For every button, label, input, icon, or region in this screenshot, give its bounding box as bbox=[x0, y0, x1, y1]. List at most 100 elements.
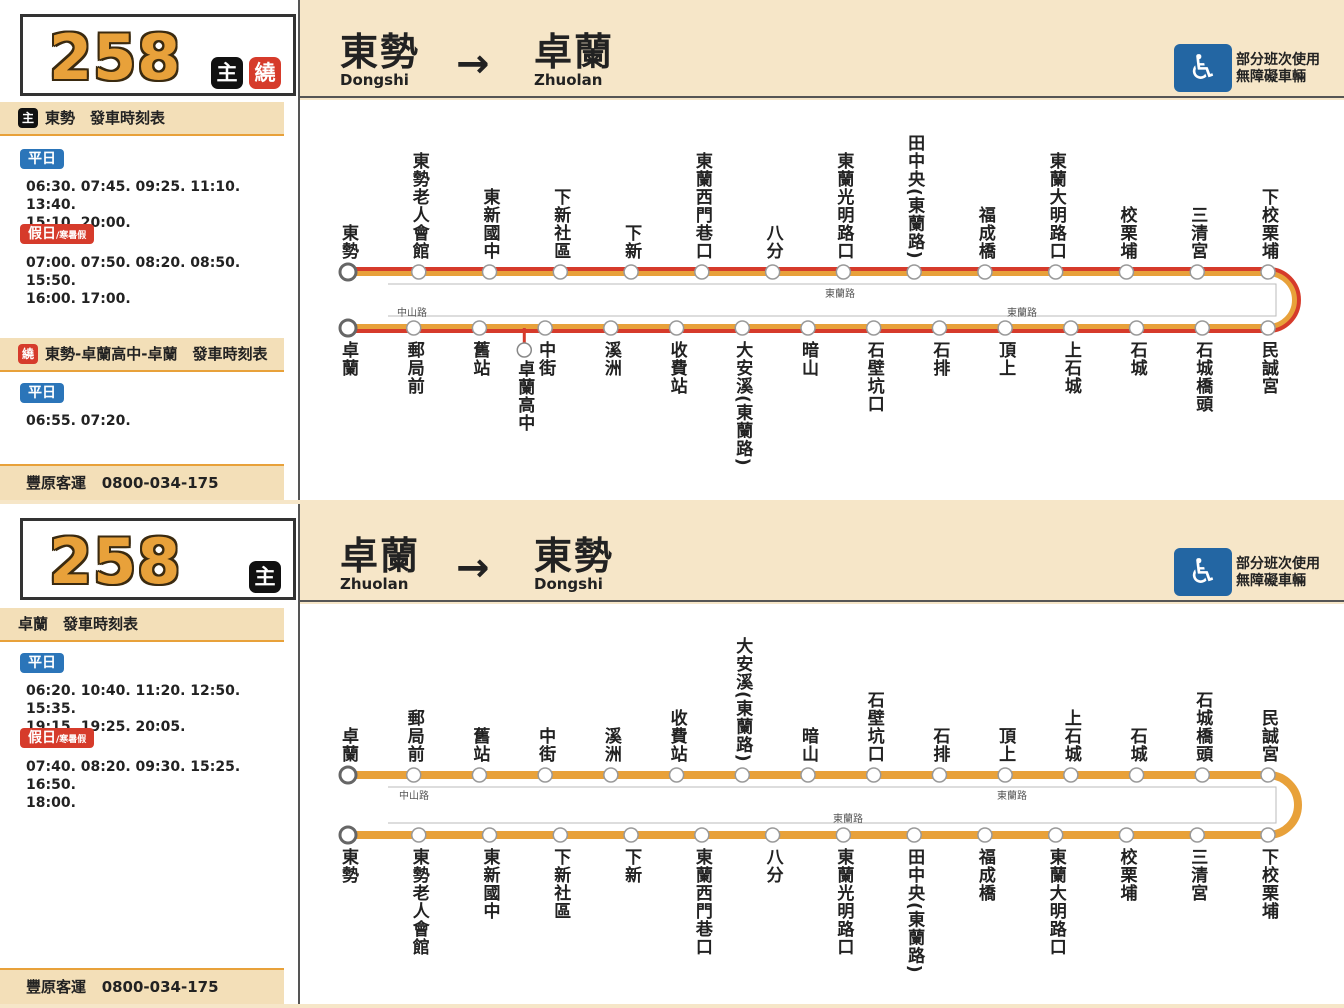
weekday-pill: 平日 bbox=[20, 653, 64, 673]
weekday-pill: 平日 bbox=[20, 149, 64, 169]
stop-label: 民誠宮 bbox=[1258, 709, 1278, 763]
sidebar: 258 主 繞 主東勢 發車時刻表 平日 06:30. 07:45. 09:25… bbox=[0, 0, 300, 500]
stop-marker bbox=[623, 827, 639, 843]
stop-label: 東新國中 bbox=[479, 848, 500, 920]
stop-marker bbox=[1128, 767, 1145, 783]
stop-marker bbox=[537, 320, 553, 336]
to-stop: 卓蘭 Zhuolan bbox=[534, 32, 614, 88]
stop-marker bbox=[931, 767, 948, 783]
stop-label: 下新 bbox=[621, 848, 642, 884]
stop-marker bbox=[668, 767, 685, 783]
to-stop-zh: 東勢 bbox=[534, 534, 615, 578]
timetable-title: 東勢 發車時刻表 bbox=[45, 109, 166, 127]
arrow-right-icon: → bbox=[456, 545, 490, 591]
stop-label: 八分 bbox=[762, 224, 783, 260]
times-line: 07:00. 07:50. 08:20. 08:50. 15:50. bbox=[26, 255, 241, 289]
sidebar: 258 主 卓蘭 發車時刻表 平日 06:20. 10:40. 11:20. 1… bbox=[0, 504, 300, 1004]
stop-label: 東蘭光明路口 bbox=[833, 848, 854, 956]
stop-marker bbox=[835, 827, 852, 843]
stop-marker bbox=[603, 767, 619, 783]
stop-marker bbox=[764, 264, 781, 280]
stop-label: 三清宮 bbox=[1187, 848, 1208, 902]
stop-marker bbox=[1047, 264, 1064, 280]
detour-mini-badge: 繞 bbox=[18, 344, 38, 364]
operator-name: 豐原客運 bbox=[26, 978, 87, 996]
times-line: 18:00. bbox=[26, 795, 76, 811]
accessibility-line: 部分班次使用 bbox=[1236, 556, 1320, 572]
stop-label: 東勢老人會館 bbox=[408, 152, 429, 260]
stop-label: 東蘭大明路口 bbox=[1045, 848, 1066, 956]
stop-marker bbox=[668, 320, 685, 336]
detour-route-line bbox=[348, 267, 1301, 333]
stop-label: 東新國中 bbox=[479, 188, 500, 260]
stop-marker bbox=[471, 767, 488, 783]
stop-marker bbox=[734, 767, 751, 783]
times-line: 16:00. 17:00. bbox=[26, 291, 131, 307]
stop-marker bbox=[471, 320, 488, 336]
stop-label: 福成橋 bbox=[974, 848, 995, 902]
stop-label: 校栗埔 bbox=[1116, 206, 1137, 260]
stop-marker bbox=[1260, 264, 1276, 280]
operator-phone: 0800-034-175 bbox=[101, 978, 219, 996]
stop-marker bbox=[516, 342, 533, 358]
direction-header: 卓蘭 Zhuolan → 東勢 Dongshi ♿ 部分班次使用 無障礙車輛 bbox=[300, 504, 1344, 602]
road-name-label: 東蘭路 bbox=[833, 814, 863, 825]
stop-marker bbox=[977, 264, 993, 280]
terminal-marker bbox=[338, 825, 358, 845]
from-stop-zh: 東勢 bbox=[340, 30, 421, 74]
stop-marker bbox=[411, 827, 427, 843]
main-mini-badge: 主 bbox=[18, 108, 38, 128]
route-number: 258 bbox=[49, 525, 182, 598]
stop-label: 石壁坑口 bbox=[863, 341, 884, 413]
stop-marker bbox=[552, 264, 569, 280]
stop-marker bbox=[906, 827, 922, 843]
road-name-label: 中山路 bbox=[399, 791, 429, 802]
stop-marker bbox=[1260, 320, 1276, 336]
stop-label: 石壁坑口 bbox=[863, 691, 884, 763]
stop-marker bbox=[1260, 767, 1276, 783]
stop-label: 中街 bbox=[535, 727, 556, 763]
stop-marker bbox=[1128, 320, 1145, 336]
stop-label: 石城 bbox=[1126, 341, 1147, 377]
route-map: 卓蘭郵局前舊站中街溪洲收費站大安溪(東蘭路)暗山石壁坑口石排頂上上石城石城石城橋… bbox=[300, 604, 1344, 1004]
stop-marker bbox=[1118, 264, 1135, 280]
stop-label: 東勢老人會館 bbox=[408, 848, 429, 956]
from-stop-zh: 卓蘭 bbox=[340, 534, 421, 578]
to-stop-en: Zhuolan bbox=[534, 71, 603, 89]
to-stop-zh: 卓蘭 bbox=[534, 30, 615, 74]
stop-label: 石排 bbox=[929, 727, 950, 763]
stop-label: 中街 bbox=[535, 341, 556, 377]
stop-label: 下新社區 bbox=[550, 188, 571, 260]
road-name-label: 東蘭路 bbox=[1007, 308, 1037, 319]
stop-marker bbox=[931, 320, 948, 336]
stop-label: 東蘭大明路口 bbox=[1045, 152, 1066, 260]
stop-marker bbox=[481, 264, 498, 280]
main-route-line bbox=[344, 268, 1300, 332]
stop-marker bbox=[800, 320, 816, 336]
stop-label: 卓蘭 bbox=[338, 341, 358, 377]
stop-label: 溪洲 bbox=[600, 341, 621, 377]
from-stop-en: Zhuolan bbox=[340, 575, 409, 593]
stop-marker bbox=[623, 264, 639, 280]
wheelchair-icon: ♿ bbox=[1174, 548, 1232, 596]
stop-label: 東勢 bbox=[338, 848, 358, 884]
road-name-label: 東蘭路 bbox=[825, 289, 855, 300]
stop-marker bbox=[411, 264, 427, 280]
route-number: 258 bbox=[49, 21, 182, 94]
stop-label: 下校栗埔 bbox=[1258, 848, 1278, 920]
stop-label: 東勢 bbox=[338, 224, 358, 260]
stop-label: 上石城 bbox=[1060, 709, 1081, 763]
stop-label: 石城橋頭 bbox=[1192, 691, 1213, 763]
times-line: 06:20. 10:40. 11:20. 12:50. 15:35. bbox=[26, 683, 241, 717]
stop-label: 福成橋 bbox=[974, 206, 995, 260]
stop-label: 石城 bbox=[1126, 727, 1147, 763]
timetable-title: 東勢-卓蘭高中-卓蘭 發車時刻表 bbox=[45, 345, 268, 363]
stop-marker bbox=[405, 320, 422, 336]
weekday-times: 06:55. 07:20. bbox=[26, 412, 288, 430]
stop-label: 大安溪(東蘭路) bbox=[732, 341, 753, 467]
route-number-box: 258 主 bbox=[20, 518, 296, 600]
stop-marker bbox=[1260, 827, 1276, 843]
stop-label: 收費站 bbox=[666, 709, 687, 763]
stop-marker bbox=[603, 320, 619, 336]
stop-label: 上石城 bbox=[1060, 341, 1081, 395]
